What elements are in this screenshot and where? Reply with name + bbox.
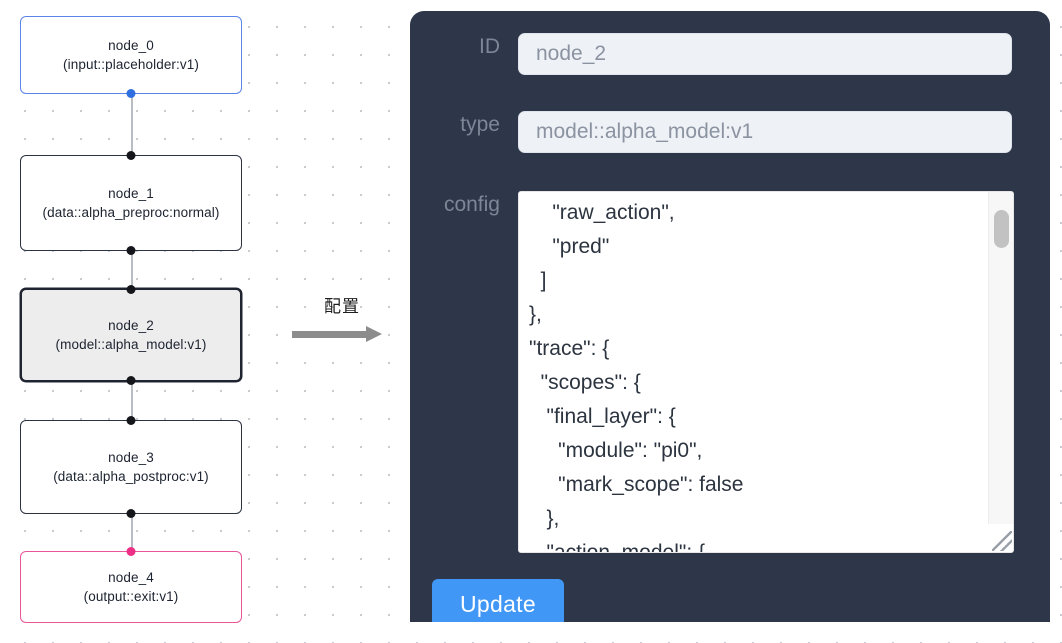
edge-node_1-to-node_2[interactable] (131, 251, 133, 288)
graph-node-node_1[interactable]: node_1 (data::alpha_preproc:normal) (20, 151, 242, 255)
id-field-row: ID (410, 33, 1012, 75)
config-scrollbar[interactable] (988, 192, 1013, 524)
handle-target-node_3[interactable] (126, 416, 136, 425)
type-field-label: type (460, 113, 500, 136)
edge-node_3-to-node_4[interactable] (131, 514, 133, 551)
graph-node-label: node_2 (model::alpha_model:v1) (55, 318, 207, 352)
type-input[interactable] (518, 111, 1012, 153)
handle-target-node_2[interactable] (126, 285, 136, 294)
id-field-label: ID (479, 35, 500, 58)
right-arrow-icon (292, 326, 392, 342)
handle-source-node_2[interactable] (126, 376, 136, 385)
config-textarea[interactable]: "raw_action", "pred" ] }, "trace": { "sc… (529, 201, 744, 552)
id-input[interactable] (518, 33, 1012, 75)
handle-source-node_0[interactable] (126, 89, 136, 98)
graph-node-label: node_0 (input::placeholder:v1) (63, 38, 199, 72)
arrow-head (366, 326, 382, 342)
graph-node-label: node_4 (output::exit:v1) (83, 570, 179, 604)
transition-annotation: 配置 (292, 296, 392, 342)
graph-node-label: node_1 (data::alpha_preproc:normal) (42, 186, 220, 220)
graph-node-node_0[interactable]: node_0 (input::placeholder:v1) (20, 16, 242, 98)
node-config-panel: ID type config "raw_action", "pred" ] },… (410, 11, 1050, 622)
handle-source-node_1[interactable] (126, 246, 136, 255)
node-graph[interactable]: node_0 (input::placeholder:v1)node_1 (da… (0, 0, 400, 643)
edge-node_2-to-node_3[interactable] (131, 382, 133, 420)
graph-node-node_4[interactable]: node_4 (output::exit:v1) (20, 547, 242, 623)
config-field-row: config "raw_action", "pred" ] }, "trace"… (410, 191, 1014, 553)
type-field-row: type (410, 111, 1012, 153)
handle-target-node_1[interactable] (126, 151, 136, 160)
arrow-shaft (292, 331, 368, 338)
edge-node_0-to-node_1[interactable] (131, 94, 133, 155)
config-field-label: config (443, 193, 500, 216)
transition-caption: 配置 (324, 297, 360, 316)
resize-grip-icon[interactable] (992, 531, 1012, 551)
handle-target-node_4[interactable] (126, 547, 136, 556)
config-scrollbar-thumb[interactable] (994, 210, 1009, 248)
graph-node-label: node_3 (data::alpha_postproc:v1) (53, 450, 209, 484)
update-button[interactable]: Update (432, 579, 564, 622)
graph-node-node_3[interactable]: node_3 (data::alpha_postproc:v1) (20, 416, 242, 518)
handle-source-node_3[interactable] (126, 509, 136, 518)
config-textarea-wrapper[interactable]: "raw_action", "pred" ] }, "trace": { "sc… (518, 191, 1014, 553)
graph-node-node_2[interactable]: node_2 (model::alpha_model:v1) (20, 285, 242, 385)
